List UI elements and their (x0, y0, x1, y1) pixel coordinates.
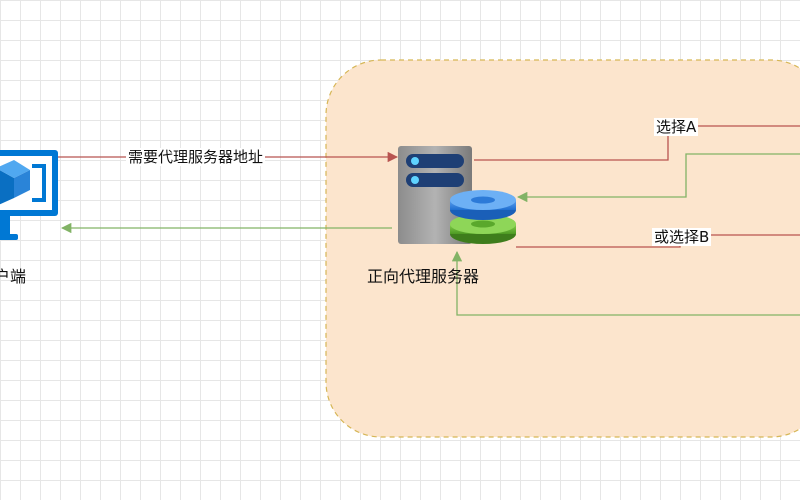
monitor-icon[interactable] (0, 150, 58, 240)
choice-b-label: 或选择B (652, 228, 712, 246)
route-b-return (451, 250, 800, 316)
request-edge-label: 需要代理服务器地址 (126, 148, 266, 166)
route-a-return (516, 153, 800, 203)
server-icon[interactable] (398, 146, 472, 244)
proxy-zone (325, 59, 800, 438)
client-label: 户端 (0, 267, 27, 286)
route-a-out (474, 125, 800, 161)
choice-a-label: 选择A (654, 118, 699, 136)
database-icon[interactable] (450, 190, 516, 244)
proxy-server-label: 正向代理服务器 (367, 267, 480, 286)
